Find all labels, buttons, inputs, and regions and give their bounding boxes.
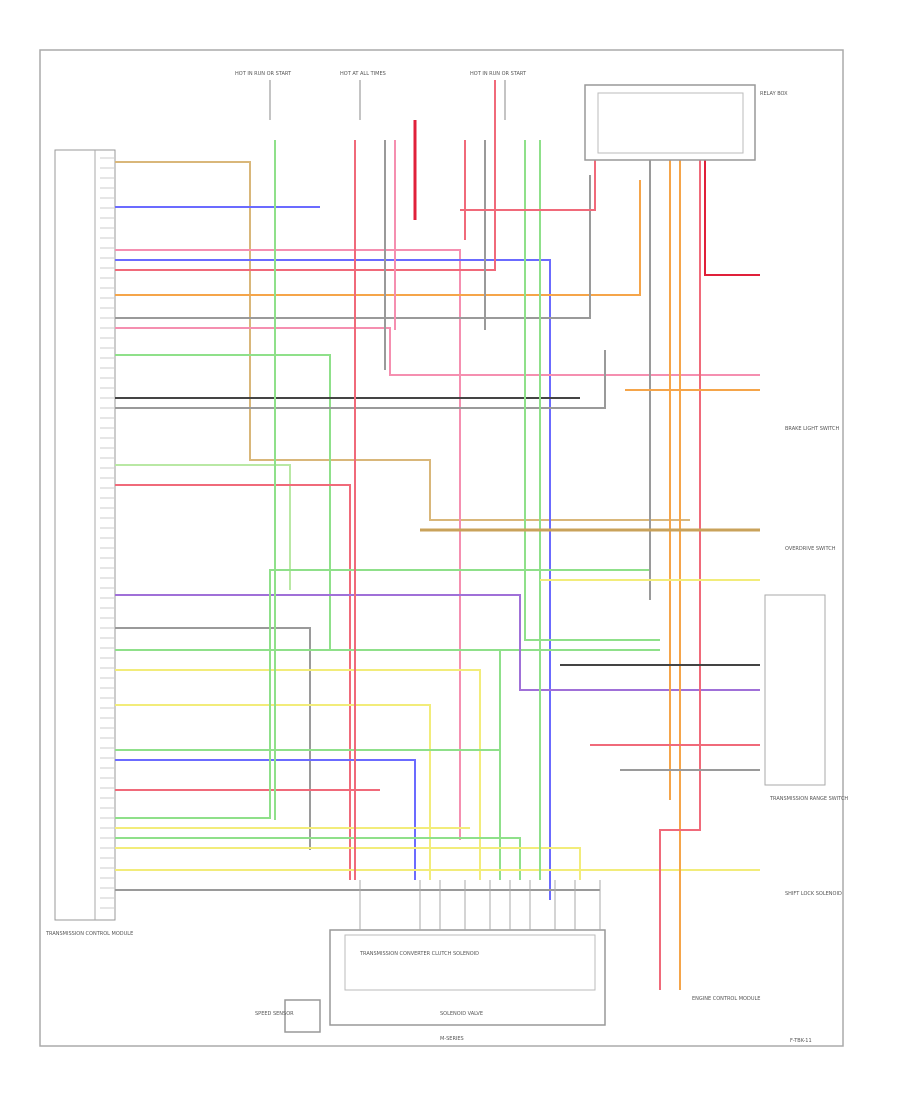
overdrive-switch-label: OVERDRIVE SWITCH — [785, 546, 836, 552]
power-label-2: HOT AT ALL TIMES — [340, 71, 386, 77]
wire-purple — [115, 594, 760, 691]
wire-red-1 — [115, 80, 496, 271]
wire-gray-1 — [115, 175, 591, 319]
footer-label: M-SERIES — [440, 1036, 464, 1042]
shift-lock-label: SHIFT LOCK SOLENOID — [785, 891, 842, 897]
wire-gray-2 — [115, 350, 606, 409]
wire-green-top-2 — [524, 140, 660, 641]
engine-control-label: ENGINE CONTROL MODULE — [692, 996, 760, 1002]
wire-tan — [115, 161, 690, 521]
wire-gray-3 — [115, 627, 311, 850]
tcm-pin-ticks — [100, 157, 115, 909]
relay-box — [584, 84, 756, 161]
solenoid-valve-label: SOLENOID VALVE — [440, 1011, 483, 1017]
solenoid-valve-box — [329, 929, 606, 1026]
wire-yellow-1 — [115, 669, 481, 880]
wire-pink-2 — [115, 327, 760, 376]
bottom-connector-dashes — [359, 880, 601, 930]
speed-sensor-label: SPEED SENSOR — [255, 1011, 294, 1017]
relay-box-label: RELAY BOX — [760, 91, 788, 97]
wire-green-1 — [115, 354, 660, 651]
tcm-label: TRANSMISSION CONTROL MODULE — [45, 931, 133, 937]
wire-orange-1 — [115, 180, 641, 296]
tcc-solenoid-label: TRANSMISSION CONVERTER CLUTCH SOLENOID — [359, 951, 479, 957]
wire-red-relay — [460, 160, 596, 211]
wire-lightgreen-1 — [115, 464, 291, 590]
range-switch-box — [764, 594, 826, 786]
wire-red-relay-2 — [659, 160, 701, 990]
wire-blue-3 — [115, 759, 416, 880]
brake-switch-label: BRAKE LIGHT SWITCH — [785, 426, 840, 432]
speed-sensor-box — [284, 999, 321, 1033]
wire-yellow-4 — [115, 847, 581, 880]
power-label-1: HOT IN RUN OR START — [235, 71, 292, 77]
wire-green-5 — [115, 837, 521, 880]
wire-yellow-2 — [115, 704, 431, 880]
tcm-connector — [54, 149, 116, 921]
wire-red-2 — [115, 484, 351, 880]
wire-green-4 — [115, 569, 650, 819]
wire-pink — [115, 249, 461, 840]
ref-code: F-TBK-11 — [790, 1038, 812, 1044]
wire-blue-2 — [115, 259, 551, 900]
range-switch-label: TRANSMISSION RANGE SWITCH — [769, 796, 848, 802]
wire-green-2 — [115, 649, 501, 880]
wire-red-relay-3 — [704, 160, 760, 276]
diagram-frame — [39, 49, 844, 1047]
power-label-3: HOT IN RUN OR START — [470, 71, 527, 77]
